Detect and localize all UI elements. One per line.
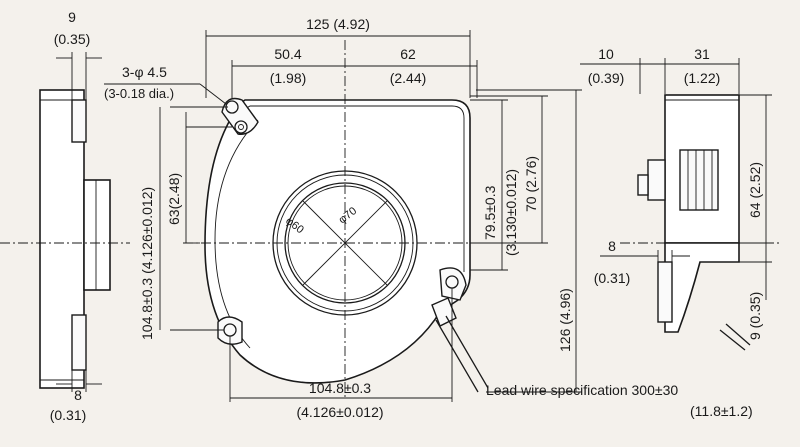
depth-offset-inch: (0.39) [588,70,625,86]
left-offset-inch: (1.98) [270,70,307,86]
vertical-hole-spacing-label: 104.8±0.3 (4.126±0.012) [139,187,155,340]
front-view: φ60 φ70 125 (4.92) 50.4 (1.98) 62 (2.44)… [104,16,753,420]
right-side-view: 10 (0.39) 31 (1.22) 64 (2.52) 8 (0.31) 9… [580,46,780,351]
depth-label: 31 [694,46,710,62]
outlet-total-label: 70 (2.76) [523,156,539,212]
mount-ear-bottom [217,316,243,345]
right-view-motor [647,159,666,201]
overall-height-label: 126 (4.96) [557,288,573,352]
left-offset-label: 50.4 [274,46,301,62]
lead-wire-grommet [431,297,457,327]
wire-offset-label: 8 [608,238,616,254]
right-offset-inch: (2.44) [390,70,427,86]
right-view-lead-wire [719,329,746,351]
right-outlet-height-label: 64 (2.52) [747,162,763,218]
left-top-dim-inch: (0.35) [54,31,91,47]
mount-ear-top [221,97,259,135]
fan-housing [204,99,471,384]
left-view-mount-tab-top [71,99,87,143]
inner-height-label: 63(2.48) [166,173,182,225]
left-top-dim: 9 [68,9,76,25]
hole-spec-inch: (3-0.18 dia.) [104,86,174,101]
horizontal-hole-spacing-inch: (4.126±0.012) [296,404,383,420]
left-bottom-dim: 8 [74,387,82,403]
outlet-height-inch: (3.130±0.012) [503,169,519,256]
left-side-view: 9 (0.35) 8 (0.31) [0,9,130,423]
right-view-wire-bracket [657,261,673,323]
lead-wire-b [445,315,489,389]
lead-wire-spec-inch: (11.8±1.2) [690,403,753,419]
horizontal-hole-spacing-label: 104.8±0.3 [309,380,371,396]
right-offset-label: 62 [400,46,416,62]
depth-offset-label: 10 [598,46,614,62]
left-bottom-dim-inch: (0.31) [50,407,87,423]
lead-wire-spec-label: Lead wire specification 300±30 [486,382,678,398]
left-view-mount-tab-bottom [71,314,87,371]
overall-width-label: 125 (4.92) [306,16,370,32]
wire-offset-inch: (0.31) [594,270,631,286]
fan-housing-inner-edge [239,105,465,272]
mount-hole-top-right [234,120,248,134]
outlet-height-label: 79.5±0.3 [482,185,498,240]
lead-wire-a [435,319,479,393]
wire-gap-label: 9 (0.35) [747,292,763,340]
right-view-lower-body [664,242,740,333]
left-view-motor-boss [83,179,111,291]
hole-spec-leader [199,83,227,105]
depth-inch: (1.22) [684,70,721,86]
hole-spec-label: 3-φ 4.5 [122,64,167,80]
mount-ear-right [439,267,467,301]
